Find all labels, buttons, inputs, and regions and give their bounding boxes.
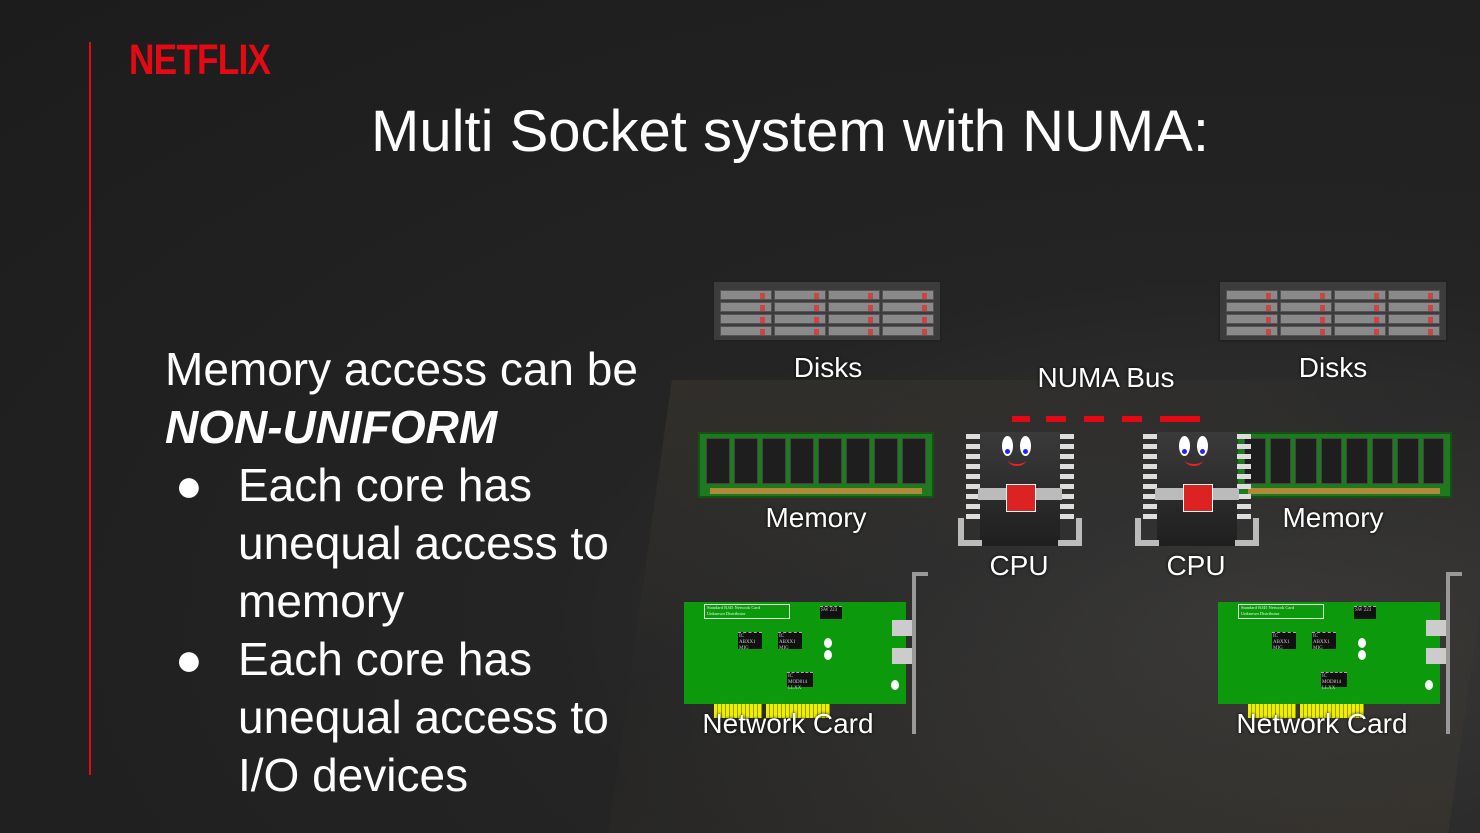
accent-line <box>89 42 91 775</box>
disk-bay <box>882 326 934 336</box>
disk-bay <box>1388 314 1440 324</box>
disk-bay <box>1388 326 1440 336</box>
intro-emphasis: NON-UNIFORM <box>165 401 498 453</box>
disk-bay <box>1280 290 1332 300</box>
cpu-left-icon <box>958 420 1082 546</box>
memory-left-label: Memory <box>765 502 867 533</box>
numa-bus-dash <box>1046 416 1066 422</box>
bullet-item: ● Each core has unequal access to I/O de… <box>165 630 658 804</box>
network-card-right-label: Network Card <box>1236 708 1408 739</box>
disk-bay <box>828 302 880 312</box>
bullet-line: unequal access to <box>238 517 609 569</box>
disk-bay <box>1280 314 1332 324</box>
bullet-line: unequal access to <box>238 691 609 743</box>
bullet-line: Each core has <box>238 459 533 511</box>
bullet-line: memory <box>238 575 405 627</box>
disk-bay <box>774 302 826 312</box>
disk-bay <box>774 326 826 336</box>
memory-module-right-icon <box>1236 432 1452 498</box>
disk-bay <box>1226 314 1278 324</box>
disk-bay <box>1226 302 1278 312</box>
disk-bay <box>828 326 880 336</box>
disks-left-label: Disks <box>793 352 863 383</box>
numa-bus-dash <box>1012 416 1030 422</box>
cpu-right-icon <box>1135 420 1259 546</box>
netflix-logo: NETFLIX <box>129 36 271 84</box>
bullet-list: ● Each core has unequal access to memory… <box>165 456 658 804</box>
network-card-left-label: Network Card <box>702 708 874 739</box>
disk-bay <box>882 290 934 300</box>
disk-array-right-icon <box>1218 280 1448 342</box>
numa-bus-label: NUMA Bus <box>1037 362 1175 393</box>
bullet-icon: ● <box>175 633 203 685</box>
numa-bus-dash <box>1160 416 1200 422</box>
disk-bay <box>1388 290 1440 300</box>
disk-bay <box>1334 290 1386 300</box>
disk-bay <box>720 290 772 300</box>
disk-bay <box>1226 290 1278 300</box>
intro-line: Memory access can be <box>165 343 638 395</box>
bullet-line: I/O devices <box>238 749 469 801</box>
disk-bay <box>720 326 772 336</box>
disk-bay <box>882 314 934 324</box>
disk-bay <box>828 314 880 324</box>
disk-bay <box>720 302 772 312</box>
disks-right-label: Disks <box>1298 352 1368 383</box>
bullet-line: Each core has <box>238 633 533 685</box>
disk-bay <box>1280 302 1332 312</box>
disk-bay <box>1334 326 1386 336</box>
disk-bay <box>720 314 772 324</box>
disk-bay <box>828 290 880 300</box>
disk-bay <box>1388 302 1440 312</box>
cpu-left-label: CPU <box>989 550 1049 581</box>
disk-bay <box>882 302 934 312</box>
disk-bay <box>1226 326 1278 336</box>
disk-bay <box>1334 314 1386 324</box>
numa-bus-dash <box>1122 416 1142 422</box>
disk-bay <box>774 290 826 300</box>
numa-bus-dash <box>1084 416 1104 422</box>
slide-body: Memory access can be NON-UNIFORM ● Each … <box>165 340 658 804</box>
slide-title: Multi Socket system with NUMA: <box>371 99 1209 164</box>
memory-module-left-icon <box>698 432 934 498</box>
disk-array-left-icon <box>712 280 942 342</box>
bullet-item: ● Each core has unequal access to memory <box>165 456 658 630</box>
disk-bay <box>774 314 826 324</box>
disk-bay <box>1280 326 1332 336</box>
disk-bay <box>1334 302 1386 312</box>
cpu-right-label: CPU <box>1166 550 1226 581</box>
bullet-icon: ● <box>175 459 203 511</box>
memory-right-label: Memory <box>1282 502 1384 533</box>
